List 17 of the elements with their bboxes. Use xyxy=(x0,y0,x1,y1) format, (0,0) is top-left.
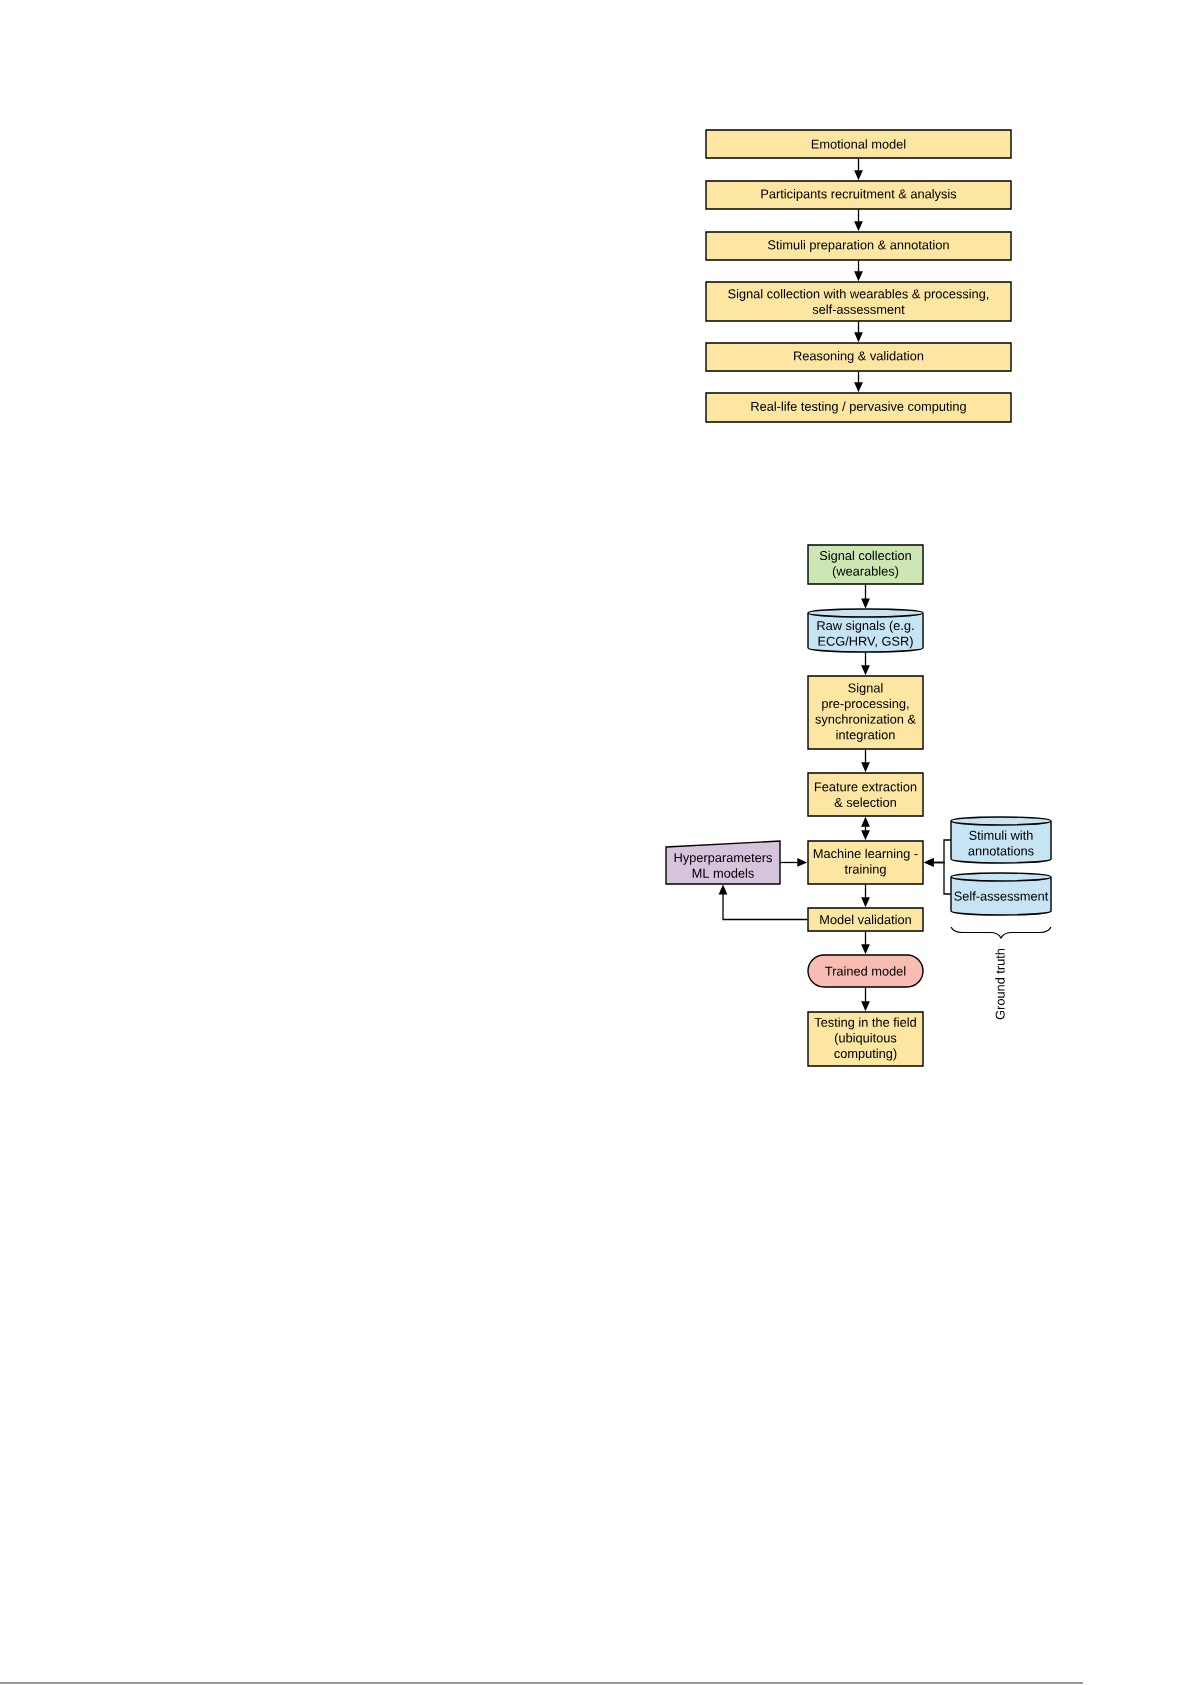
process-box: Testing in the field (ubiquitous computing) xyxy=(807,1011,924,1067)
process-box: Participants recruitment & analysis xyxy=(705,180,1012,210)
database-cylinder: Self-assessment xyxy=(950,872,1052,916)
process-box: Reasoning & validation xyxy=(705,342,1012,372)
process-box: Signal pre-processing, synchronization & integration xyxy=(807,675,924,750)
process-box: Model validation xyxy=(807,907,924,932)
brace-label: Ground truth xyxy=(995,948,1005,1020)
process-box: Feature extraction & selection xyxy=(807,772,924,817)
process-box: Signal collection with wearables & processing, self-assessment xyxy=(705,281,1012,322)
manual-input-box: Hyperparameters ML models xyxy=(665,840,781,885)
process-box: Machine learning - training xyxy=(807,840,924,885)
process-box: Stimuli preparation & annotation xyxy=(705,231,1012,261)
process-box: Signal collection (wearables) xyxy=(807,544,924,585)
database-cylinder: Stimuli with annotations xyxy=(950,816,1052,864)
process-box: Emotional model xyxy=(705,129,1012,159)
database-cylinder: Raw signals (e.g. ECG/HRV, GSR) xyxy=(807,608,924,653)
process-box: Real-life testing / pervasive computing xyxy=(705,392,1012,423)
